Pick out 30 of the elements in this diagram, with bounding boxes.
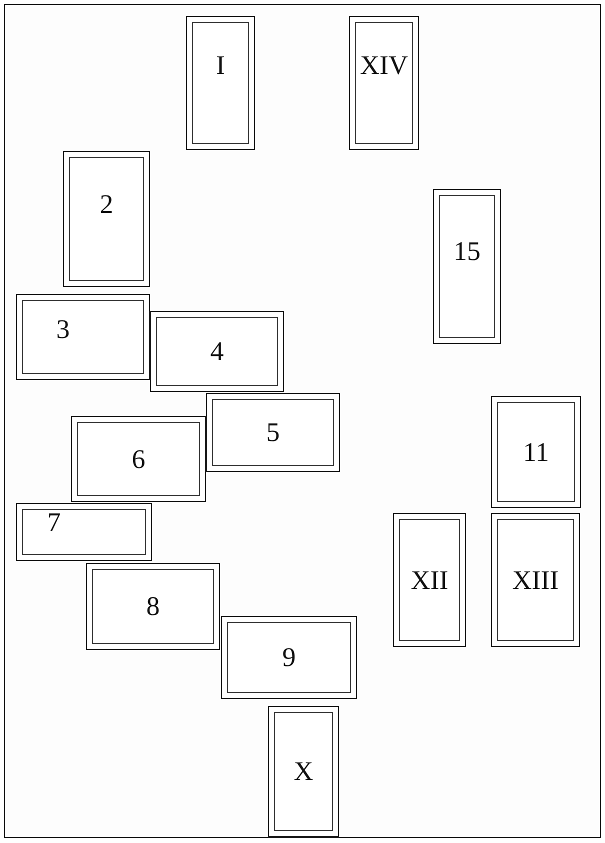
card-number: 11 [523,436,549,468]
card-number: X [294,756,314,787]
card-number: XII [410,564,448,596]
card [268,706,339,837]
card-number: 8 [146,591,160,622]
card [63,151,150,287]
card-number: 2 [100,188,114,220]
card-number: 15 [454,236,480,267]
card [16,294,150,380]
card [86,563,220,650]
card-number: 9 [282,642,296,673]
card [491,513,580,647]
card-number: XIV [360,50,408,80]
card [186,16,255,150]
card [206,393,340,472]
card [150,311,284,392]
card-number: 6 [132,444,146,474]
card [71,416,206,502]
card-number: 7 [47,506,61,538]
card-number: XIII [512,564,559,596]
card [221,616,357,699]
card [433,189,501,344]
card-number: 3 [56,314,70,344]
card [349,16,419,150]
card-number: 4 [210,336,224,367]
card [16,503,152,561]
card [393,513,466,647]
card-number: I [216,50,225,80]
card [491,396,581,508]
card-number: 5 [266,417,280,448]
